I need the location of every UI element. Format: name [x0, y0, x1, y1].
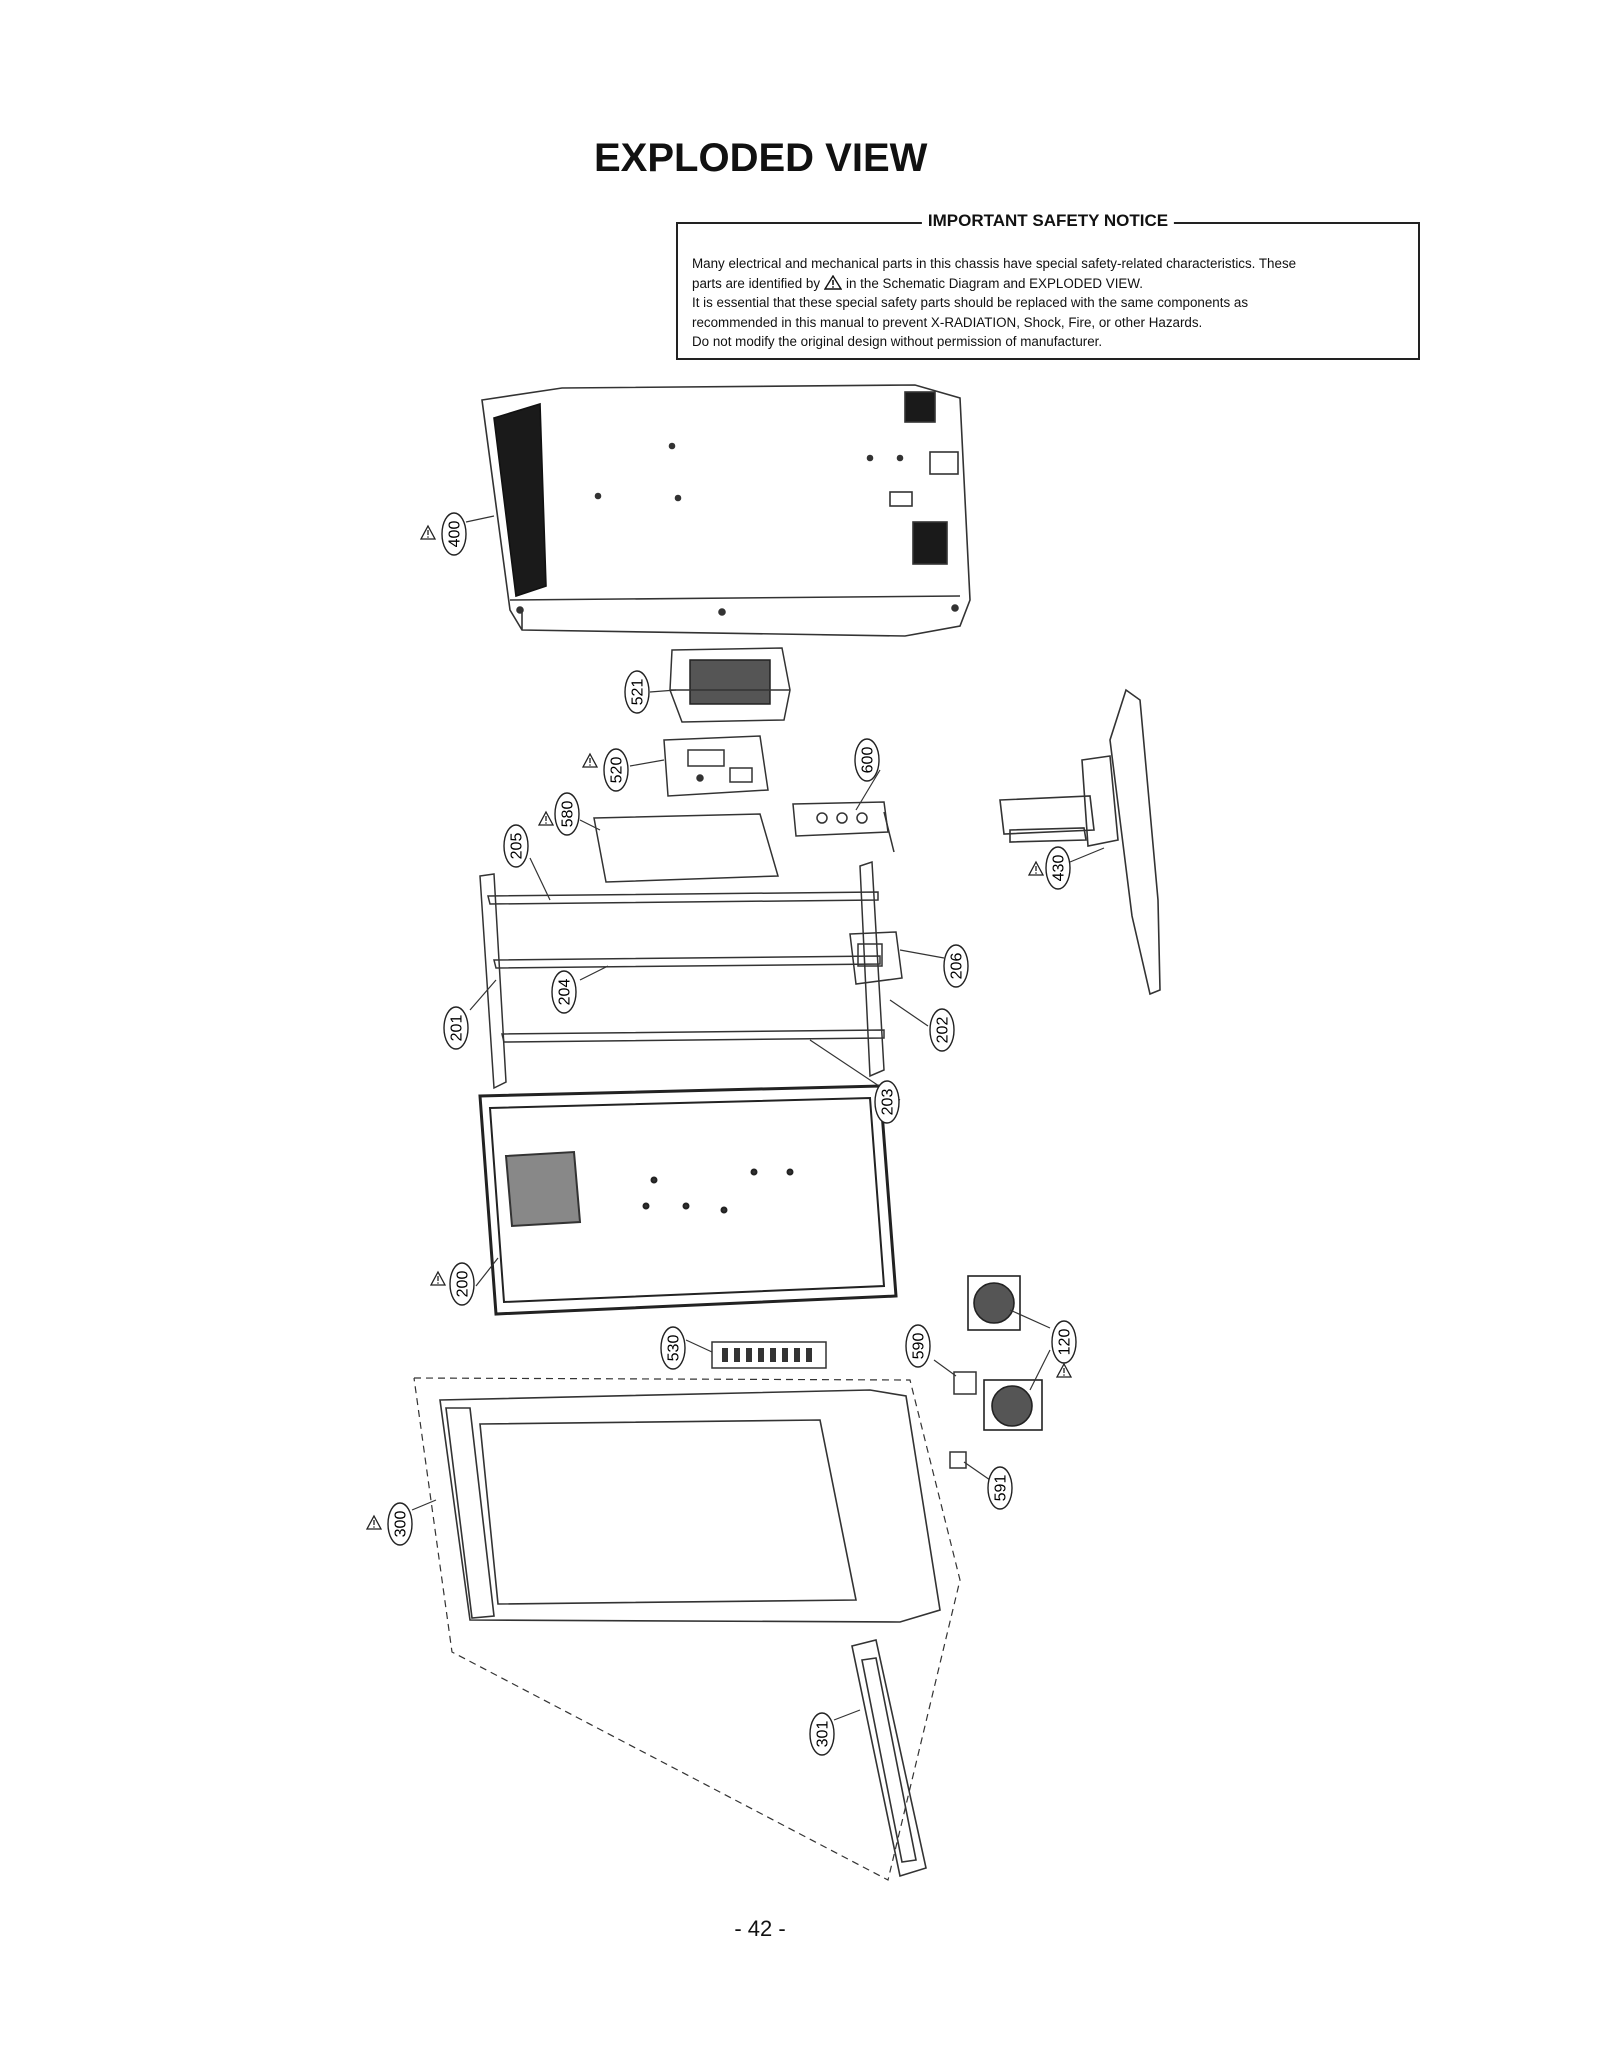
small-board-parts: [949, 1371, 977, 1469]
callout-591-label: 591: [993, 1475, 1010, 1502]
callout-600-label: 600: [860, 747, 877, 774]
callout-521: 521: [624, 670, 650, 714]
notice-line-4: recommended in this manual to prevent X-…: [692, 314, 1203, 330]
back-cover-part: [481, 384, 971, 637]
notice-line-2: parts are identified by in the Schematic …: [692, 274, 1404, 294]
callout-400-label: 400: [447, 521, 464, 548]
safety-notice-body: Many electrical and mechanical parts in …: [692, 254, 1404, 352]
callout-430-label: 430: [1051, 855, 1068, 882]
callout-301-label: 301: [815, 1721, 832, 1748]
stand-part: [999, 688, 1161, 996]
warning-triangle-icon: [430, 1271, 446, 1286]
callout-205: 205: [503, 824, 529, 868]
front-cabinet-part: [439, 1389, 941, 1623]
warning-triangle-icon: [420, 525, 436, 540]
notice-line-2-before: parts are identified by: [692, 275, 821, 291]
callout-430: 430: [1045, 846, 1071, 890]
board-580-part: [593, 813, 779, 883]
notice-line-1: Many electrical and mechanical parts in …: [692, 256, 1297, 271]
safety-notice-box: IMPORTANT SAFETY NOTICE Many electrical …: [676, 211, 1420, 360]
callout-590-label: 590: [911, 1333, 928, 1360]
callout-600: 600: [854, 738, 880, 782]
callout-202: 202: [929, 1008, 955, 1052]
callout-590: 590: [905, 1324, 931, 1368]
callout-202-label: 202: [935, 1017, 952, 1044]
callout-580: 580: [554, 792, 580, 836]
safety-notice-heading: IMPORTANT SAFETY NOTICE: [921, 211, 1175, 231]
shield-box-part: [669, 647, 791, 723]
notice-line-2-after: in the Schematic Diagram and EXPLODED VI…: [846, 275, 1143, 291]
callout-120-label: 120: [1057, 1329, 1074, 1356]
page-title: EXPLODED VIEW: [594, 136, 928, 180]
warning-triangle-icon: [366, 1515, 382, 1530]
callout-580-label: 580: [560, 801, 577, 828]
callout-204-label: 204: [557, 979, 574, 1006]
callout-591: 591: [987, 1466, 1013, 1510]
warning-triangle-icon: [582, 753, 598, 768]
warning-triangle-icon: [538, 811, 554, 826]
callout-203: 203: [874, 1080, 900, 1124]
callout-530: 530: [660, 1326, 686, 1370]
callout-400: 400: [441, 512, 467, 556]
notice-line-5: Do not modify the original design withou…: [692, 334, 1103, 349]
callout-200-label: 200: [455, 1271, 472, 1298]
callout-300-label: 300: [393, 1511, 410, 1538]
jack-module-part: [792, 801, 895, 853]
notice-line-3: It is essential that these special safet…: [692, 295, 1249, 310]
callout-206: 206: [943, 944, 969, 988]
callout-300: 300: [387, 1502, 413, 1546]
callout-301: 301: [809, 1712, 835, 1756]
warning-triangle-icon: [1028, 861, 1044, 876]
callout-521-label: 521: [630, 679, 647, 706]
callout-205-label: 205: [509, 833, 526, 860]
warning-triangle-icon: [1056, 1363, 1072, 1378]
callout-520: 520: [603, 748, 629, 792]
callout-520-label: 520: [609, 757, 626, 784]
callout-203-label: 203: [880, 1089, 897, 1116]
chassis-frame-part: [479, 860, 903, 1090]
lcd-panel-part: [478, 1084, 898, 1316]
callout-200: 200: [449, 1262, 475, 1306]
assembly-dashed-outline: [413, 1377, 961, 1881]
callout-204: 204: [551, 970, 577, 1014]
callout-120: 120: [1051, 1320, 1077, 1364]
warning-triangle-icon: [824, 274, 843, 290]
page-number: - 42 -: [734, 1916, 786, 1941]
callout-530-label: 530: [666, 1335, 683, 1362]
speaker-part: [967, 1275, 1043, 1431]
callout-201: 201: [443, 1006, 469, 1050]
callout-201-label: 201: [449, 1015, 466, 1042]
side-cover-part: [851, 1639, 927, 1878]
main-board-part: [663, 735, 769, 797]
callout-206-label: 206: [949, 953, 966, 980]
key-board-part: [711, 1341, 827, 1369]
